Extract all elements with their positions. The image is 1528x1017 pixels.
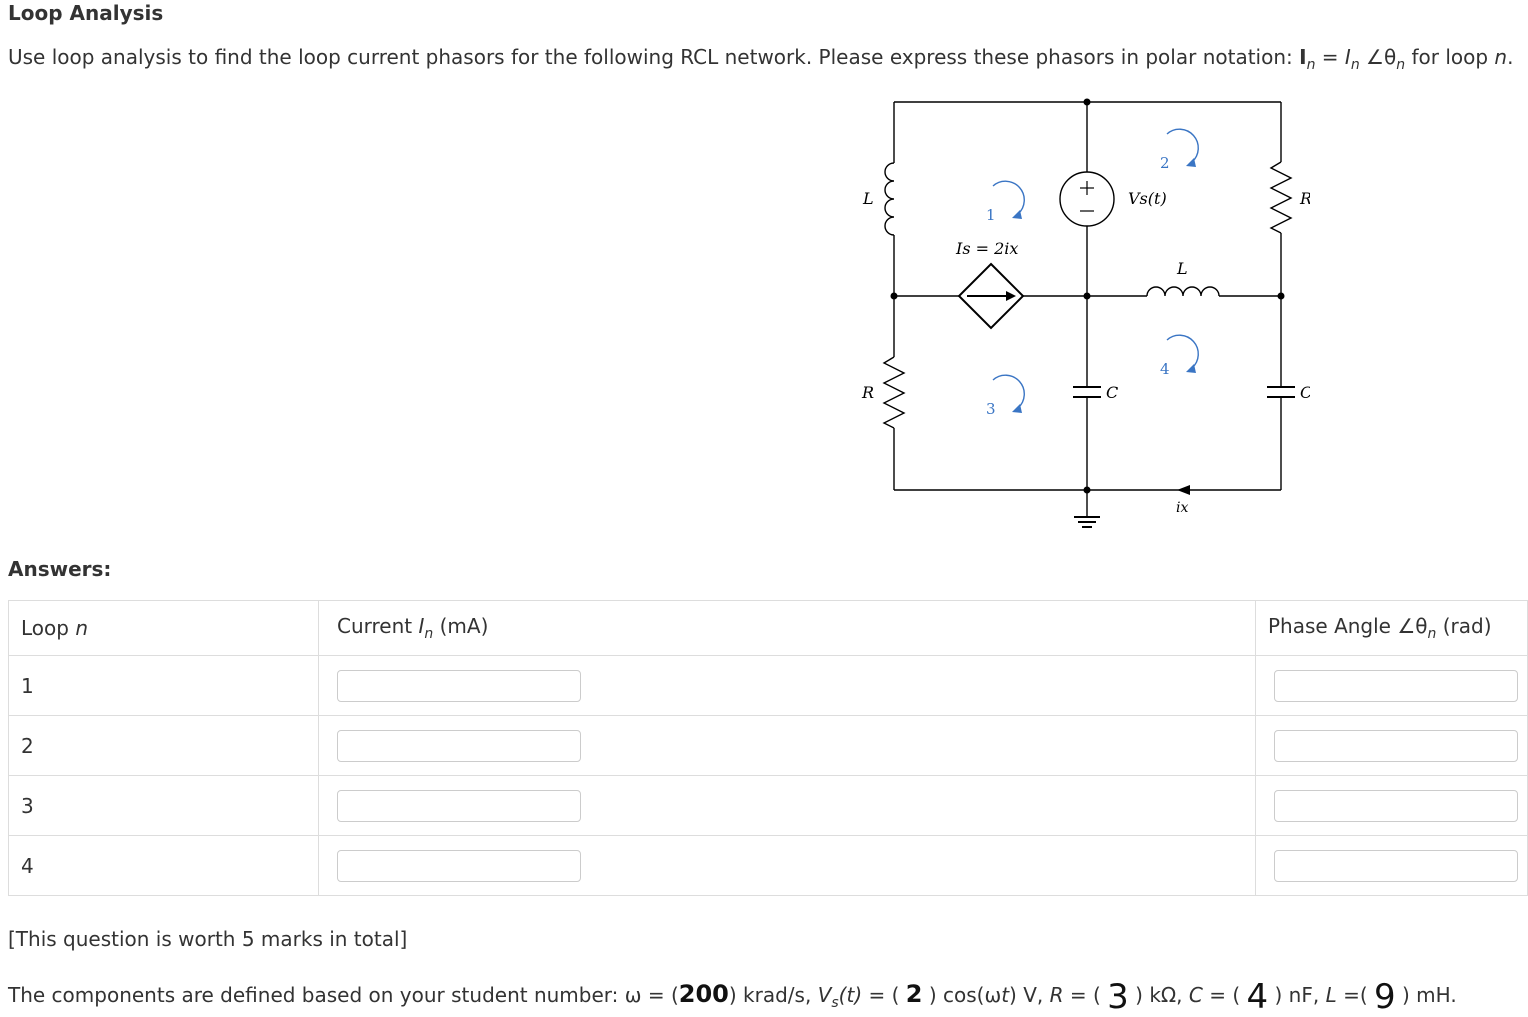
current-input-loop-1[interactable]: [337, 669, 581, 702]
label-C-right: C: [1300, 383, 1310, 402]
label-ix: ix: [1176, 500, 1188, 516]
vs-unit: ) cos(ω: [922, 983, 1002, 1007]
vs-t2: t: [1001, 983, 1010, 1007]
l-unit: ) mH.: [1395, 983, 1457, 1007]
intro-tail: for loop: [1405, 45, 1495, 69]
label-loop-4: 4: [1160, 360, 1170, 378]
col-header-current: Current In (mA): [318, 600, 1256, 656]
col-header-loop: Loop n: [8, 600, 319, 656]
inductor-mid: [1146, 286, 1220, 297]
resistor-right: [1269, 161, 1293, 234]
node-top-center: [1083, 98, 1091, 106]
current-source-arrow-head: [1006, 291, 1016, 301]
label-R-left: R: [861, 383, 874, 402]
ix-arrow: [1177, 485, 1190, 495]
loop-arrow-1: [992, 180, 1025, 215]
question-intro: Use loop analysis to find the loop curre…: [8, 45, 1513, 73]
marks-note: [This question is worth 5 marks in total…: [8, 927, 408, 951]
inductor-left: [884, 162, 895, 236]
loop-arrowhead-1: [1012, 210, 1022, 219]
table-header-row: Loop n Current In (mA) Phase Angle ∠θn (…: [8, 600, 1528, 656]
intro-sub-2: n: [1350, 57, 1360, 73]
phase-input-loop-3[interactable]: [1274, 789, 1518, 822]
r-unit: ) kΩ,: [1128, 983, 1189, 1007]
table-row: 4: [8, 835, 1528, 896]
loop-number: 3: [8, 775, 319, 836]
intro-magnitude: I: [1344, 45, 1351, 69]
vs-sub: s: [831, 995, 839, 1011]
phase-input-loop-2[interactable]: [1274, 729, 1518, 762]
label-L-mid: L: [1176, 259, 1188, 278]
r-value: 3: [1107, 977, 1129, 1017]
loop-arrow-4: [1166, 334, 1199, 369]
intro-angle: ∠θ: [1359, 45, 1397, 69]
c-value: 4: [1246, 977, 1269, 1017]
components-definition: The components are defined based on your…: [8, 971, 1457, 1017]
table-row: 3: [8, 775, 1528, 836]
label-Vs: Vs(t): [1128, 189, 1167, 208]
label-C-mid: C: [1106, 383, 1118, 402]
components-prefix: The components are defined based on your…: [8, 983, 679, 1007]
omega-unit: ) krad/s,: [728, 983, 818, 1007]
vs-eq: = (: [862, 983, 906, 1007]
loop-arrow-2: [1166, 128, 1199, 163]
omega-value: 200: [678, 980, 729, 1008]
question-title: Loop Analysis: [8, 1, 164, 25]
label-L-left: L: [862, 189, 874, 208]
r-eq: = (: [1063, 983, 1108, 1007]
intro-sub: n: [1306, 57, 1316, 73]
table-row: 1: [8, 655, 1528, 716]
l-eq: =(: [1336, 983, 1375, 1007]
label-loop-1: 1: [986, 206, 996, 224]
intro-text: Use loop analysis to find the loop curre…: [8, 45, 1300, 69]
r-label: R: [1049, 983, 1064, 1007]
resistor-left: [882, 356, 906, 429]
circuit-diagram: L R Is = 2ix Vs(t) L R C C ix 1 2 3 4: [861, 98, 1310, 528]
answers-heading: Answers:: [8, 557, 112, 581]
label-loop-2: 2: [1160, 154, 1170, 172]
loop-number: 4: [8, 835, 319, 896]
node-mid-right: [1277, 292, 1285, 300]
intro-equals: =: [1315, 45, 1345, 69]
c-label: C: [1188, 983, 1203, 1007]
node-mid-center: [1083, 292, 1091, 300]
phase-input-loop-1[interactable]: [1274, 669, 1518, 702]
intro-loop-n: n: [1494, 45, 1508, 69]
c-unit: ) nF,: [1268, 983, 1326, 1007]
l-value: 9: [1374, 977, 1396, 1017]
current-input-loop-2[interactable]: [337, 729, 581, 762]
col-header-phase: Phase Angle ∠θn (rad): [1255, 600, 1528, 656]
vs-label: V: [817, 983, 832, 1007]
node-mid-left: [890, 292, 898, 300]
loop-number: 2: [8, 715, 319, 776]
loop-arrowhead-2: [1186, 158, 1196, 167]
current-input-loop-3[interactable]: [337, 789, 581, 822]
label-Is: Is = 2ix: [955, 239, 1018, 258]
loop-arrow-3: [992, 374, 1025, 409]
dependent-current-source: [957, 262, 1025, 330]
answers-table: Loop n Current In (mA) Phase Angle ∠θn (…: [8, 600, 1528, 896]
table-row: 2: [8, 715, 1528, 776]
phase-input-loop-4[interactable]: [1274, 849, 1518, 882]
voltage-source: [1059, 171, 1115, 227]
label-loop-3: 3: [986, 400, 996, 418]
node-bottom-center: [1083, 486, 1091, 494]
vs-value: 2: [905, 980, 923, 1008]
intro-phasor-bold: I: [1299, 45, 1307, 69]
loop-number: 1: [8, 655, 319, 716]
intro-period: .: [1507, 45, 1514, 69]
l-label: L: [1325, 983, 1337, 1007]
label-R-right: R: [1299, 189, 1310, 208]
loop-arrowhead-3: [1012, 404, 1022, 413]
current-input-loop-4[interactable]: [337, 849, 581, 882]
vs-t: (t): [838, 983, 863, 1007]
vs-close: ) V,: [1009, 983, 1050, 1007]
c-eq: = (: [1202, 983, 1247, 1007]
intro-sub-3: n: [1396, 57, 1406, 73]
loop-arrowhead-4: [1186, 364, 1196, 373]
